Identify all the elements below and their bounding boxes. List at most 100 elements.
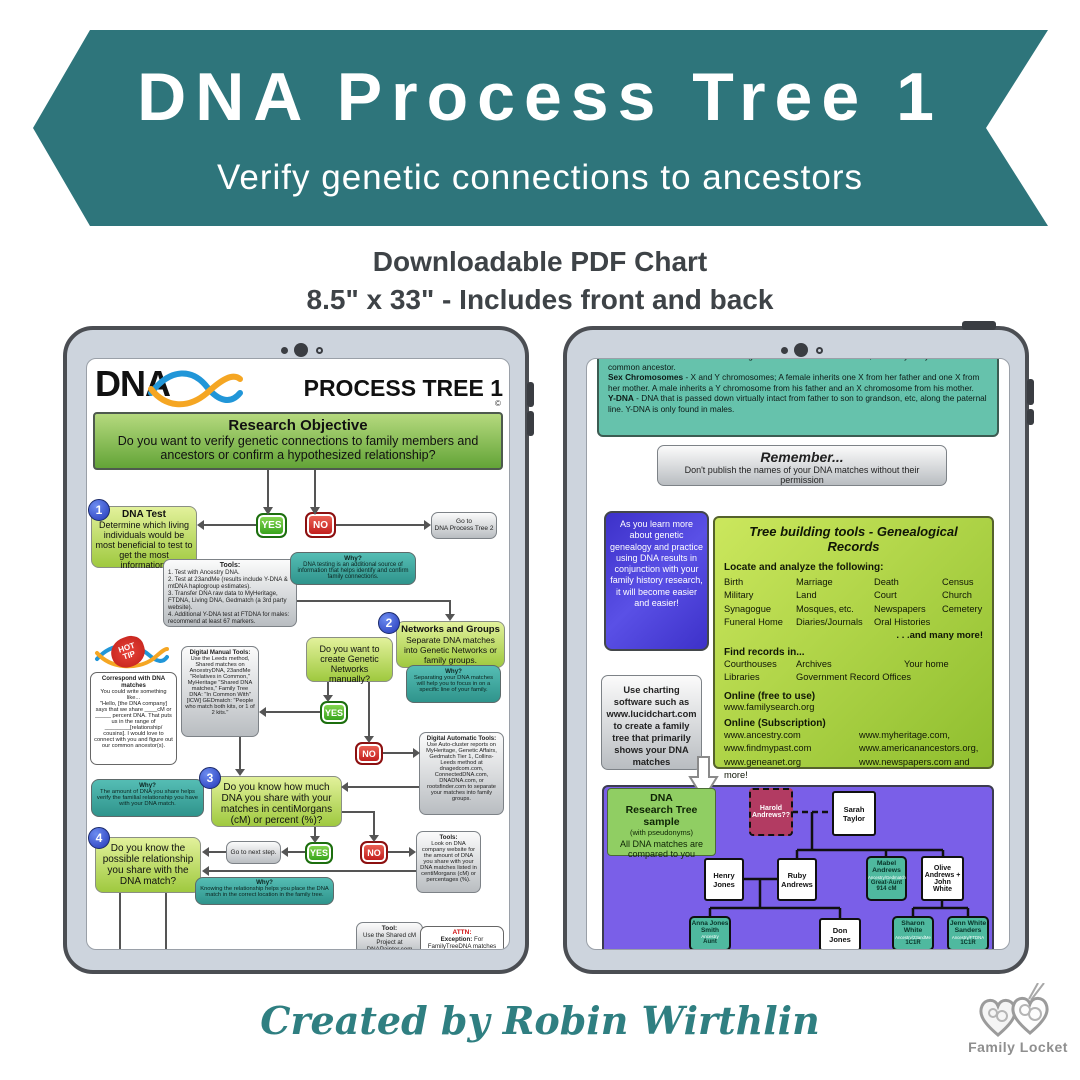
step-2-body: Separate DNA matches into Genetic Networ… (403, 635, 498, 665)
learn-note-box: As you learn more about genetic genealog… (604, 511, 709, 651)
online-subscription-grid: www.ancestry.com www.myheritage.com, www.… (724, 729, 983, 783)
match-centimorgans: 914 cM (876, 885, 897, 892)
record-type: Birth (724, 577, 744, 587)
ydna-label: Y-DNA (608, 393, 634, 404)
research-objective-body: Do you want to verify genetic connection… (117, 434, 479, 462)
attn-exception-box: ATTN: Exception: For FamilyTreeDNA match… (420, 926, 504, 950)
copyright-mark: © (495, 399, 501, 408)
why-3-box: Why? The amount of DNA you share helps v… (91, 779, 204, 817)
camera-sensor-icon (316, 347, 323, 354)
tools-3-box: Tools: Look on DNA company website for t… (416, 831, 481, 893)
camera-lens-icon (294, 343, 308, 357)
charting-software-box: Use charting software such as www.lucidc… (601, 675, 702, 770)
digital-automatic-tools-title: Digital Automatic Tools: (426, 735, 497, 742)
banner-title: DNA Process Tree 1 (137, 59, 943, 135)
locket-hearts-icon (979, 983, 1049, 1037)
subscription-site: www.myheritage.com, (859, 729, 950, 740)
camera-sensor-icon (816, 347, 823, 354)
correspond-title: Correspond with DNA matches (101, 675, 166, 689)
why-2-title: Why? (445, 668, 462, 675)
step-3-number: 3 (199, 767, 221, 789)
tree-node-mabel: Mabel Andrews Ancestry/Gedmatch Great-Au… (866, 856, 907, 901)
shared-cm-tool-title: Tool: (381, 925, 398, 932)
yes-box-3: YES (305, 842, 333, 864)
ydna-body: - DNA that is passed down virtually inta… (608, 393, 987, 415)
match-name: Sharon White (901, 920, 925, 935)
match-name: Jenn White Sanders (949, 920, 987, 935)
glossary-intro: three have inherited the same DNA segmen… (608, 359, 959, 372)
dna-helix-icon (148, 370, 243, 408)
match-source: Ancestry/Gedmatch (868, 874, 906, 880)
step-4-box: Do you know the possible relationship yo… (95, 837, 201, 893)
record-place: Libraries (724, 672, 760, 683)
subscription-site: www.geneanet.org (724, 756, 802, 767)
step-2-title: Networks and Groups (401, 624, 500, 635)
tools-3-body: Look on DNA company website for the amou… (420, 841, 477, 883)
match-name: Anna Jones Smith (691, 920, 729, 935)
match-source: Ancestry (701, 934, 719, 940)
match-relationship: 1C1R (905, 939, 921, 946)
remember-title: Remember... (760, 449, 844, 465)
why-4-title: Why? (256, 879, 273, 886)
online-free-site: www.familysearch.org (724, 701, 815, 712)
match-relationship: Aunt (703, 939, 717, 946)
step-2-number: 2 (378, 612, 400, 634)
camera-dot-icon (281, 347, 288, 354)
tree-node-olive: Olive Andrews + John White (921, 856, 964, 901)
step-1-number: 1 (88, 499, 110, 521)
sex-chromosomes-label: Sex Chromosomes (608, 372, 684, 383)
tree-node-don: Don Jones (819, 918, 861, 949)
tablet-front: DNA PROCESS TREE 1 © Research Objective … (63, 326, 534, 974)
subscription-site: www.newspapers.com and more! (724, 756, 970, 781)
attn-title: ATTN: (452, 929, 472, 936)
match-name: Mabel Andrews (872, 860, 901, 875)
family-locket-logo: Family Locket (968, 983, 1068, 1055)
match-relationship: Great-Aunt (870, 879, 903, 886)
tree-node-henry: Henry Jones (704, 858, 744, 901)
logo-text: Family Locket (968, 1039, 1068, 1055)
chromosome-glossary-box: three have inherited the same DNA segmen… (597, 359, 999, 437)
record-type: Newspapers (874, 603, 926, 614)
record-type: Census (942, 577, 974, 587)
tree-node-ruby: Ruby Andrews (777, 858, 817, 901)
family-tree-connectors (688, 756, 970, 918)
volume-up-button (527, 382, 534, 407)
why-3-body: The amount of DNA you share helps verify… (96, 789, 199, 807)
subscription-site: www.ancestry.com (724, 729, 801, 740)
record-type: Court (874, 590, 897, 601)
goto-tree2-box: Go to DNA Process Tree 2 (431, 512, 497, 539)
subheading-line1: Downloadable PDF Chart (372, 246, 708, 277)
correspond-box: Correspond with DNA matches You could wr… (90, 672, 177, 765)
why-4-body: Knowing the relationship helps you place… (200, 886, 329, 898)
why-4-box: Why? Knowing the relationship helps you … (195, 877, 334, 905)
record-type: Marriage (796, 577, 833, 587)
tree-sample-title: DNA Research Tree sample (625, 792, 698, 829)
yes-box-1: YES (256, 513, 287, 538)
step-3-box: Do you know how much DNA you share with … (211, 776, 342, 827)
many-more-note: . . .and many more! (896, 629, 983, 641)
front-title: PROCESS TREE 1 (303, 375, 503, 401)
front-screen: DNA PROCESS TREE 1 © Research Objective … (86, 358, 510, 950)
flowchart-connectors (119, 470, 455, 949)
record-type: Death (874, 577, 899, 587)
correspond-body: You could write something like... "Hello… (94, 689, 173, 749)
step-1-box: DNA Test Determine which living individu… (91, 506, 197, 570)
attn-exception-body: For FamilyTreeDNA matches (427, 936, 497, 950)
match-relationship: 1C1R (960, 939, 976, 946)
record-type: Cemetery (942, 603, 983, 614)
record-place: Your home (904, 658, 949, 669)
online-subscription-heading: Online (Subscription) (724, 717, 826, 729)
subheading-line2: 8.5" x 33" - Includes front and back (306, 284, 774, 315)
record-place: Courthouses (724, 658, 777, 669)
find-records-heading: Find records in... (724, 646, 805, 658)
record-type: Diaries/Journals (796, 617, 863, 628)
credit-text: Created by Robin Wirthlin (260, 998, 820, 1043)
no-box-1: NO (305, 512, 336, 538)
tree-sample-label-box: DNA Research Tree sample (with pseudonym… (607, 788, 716, 859)
tree-node-sharon: Sharon White Ancestry/23andMe 1C1R (892, 916, 934, 949)
shared-cm-tool-body: Use the Shared cM Project at DNAPainter.… (363, 932, 416, 950)
remember-box: Remember... Don't publish the names of y… (657, 445, 947, 486)
why-1-body: DNA testing is an additional source of i… (297, 562, 409, 580)
